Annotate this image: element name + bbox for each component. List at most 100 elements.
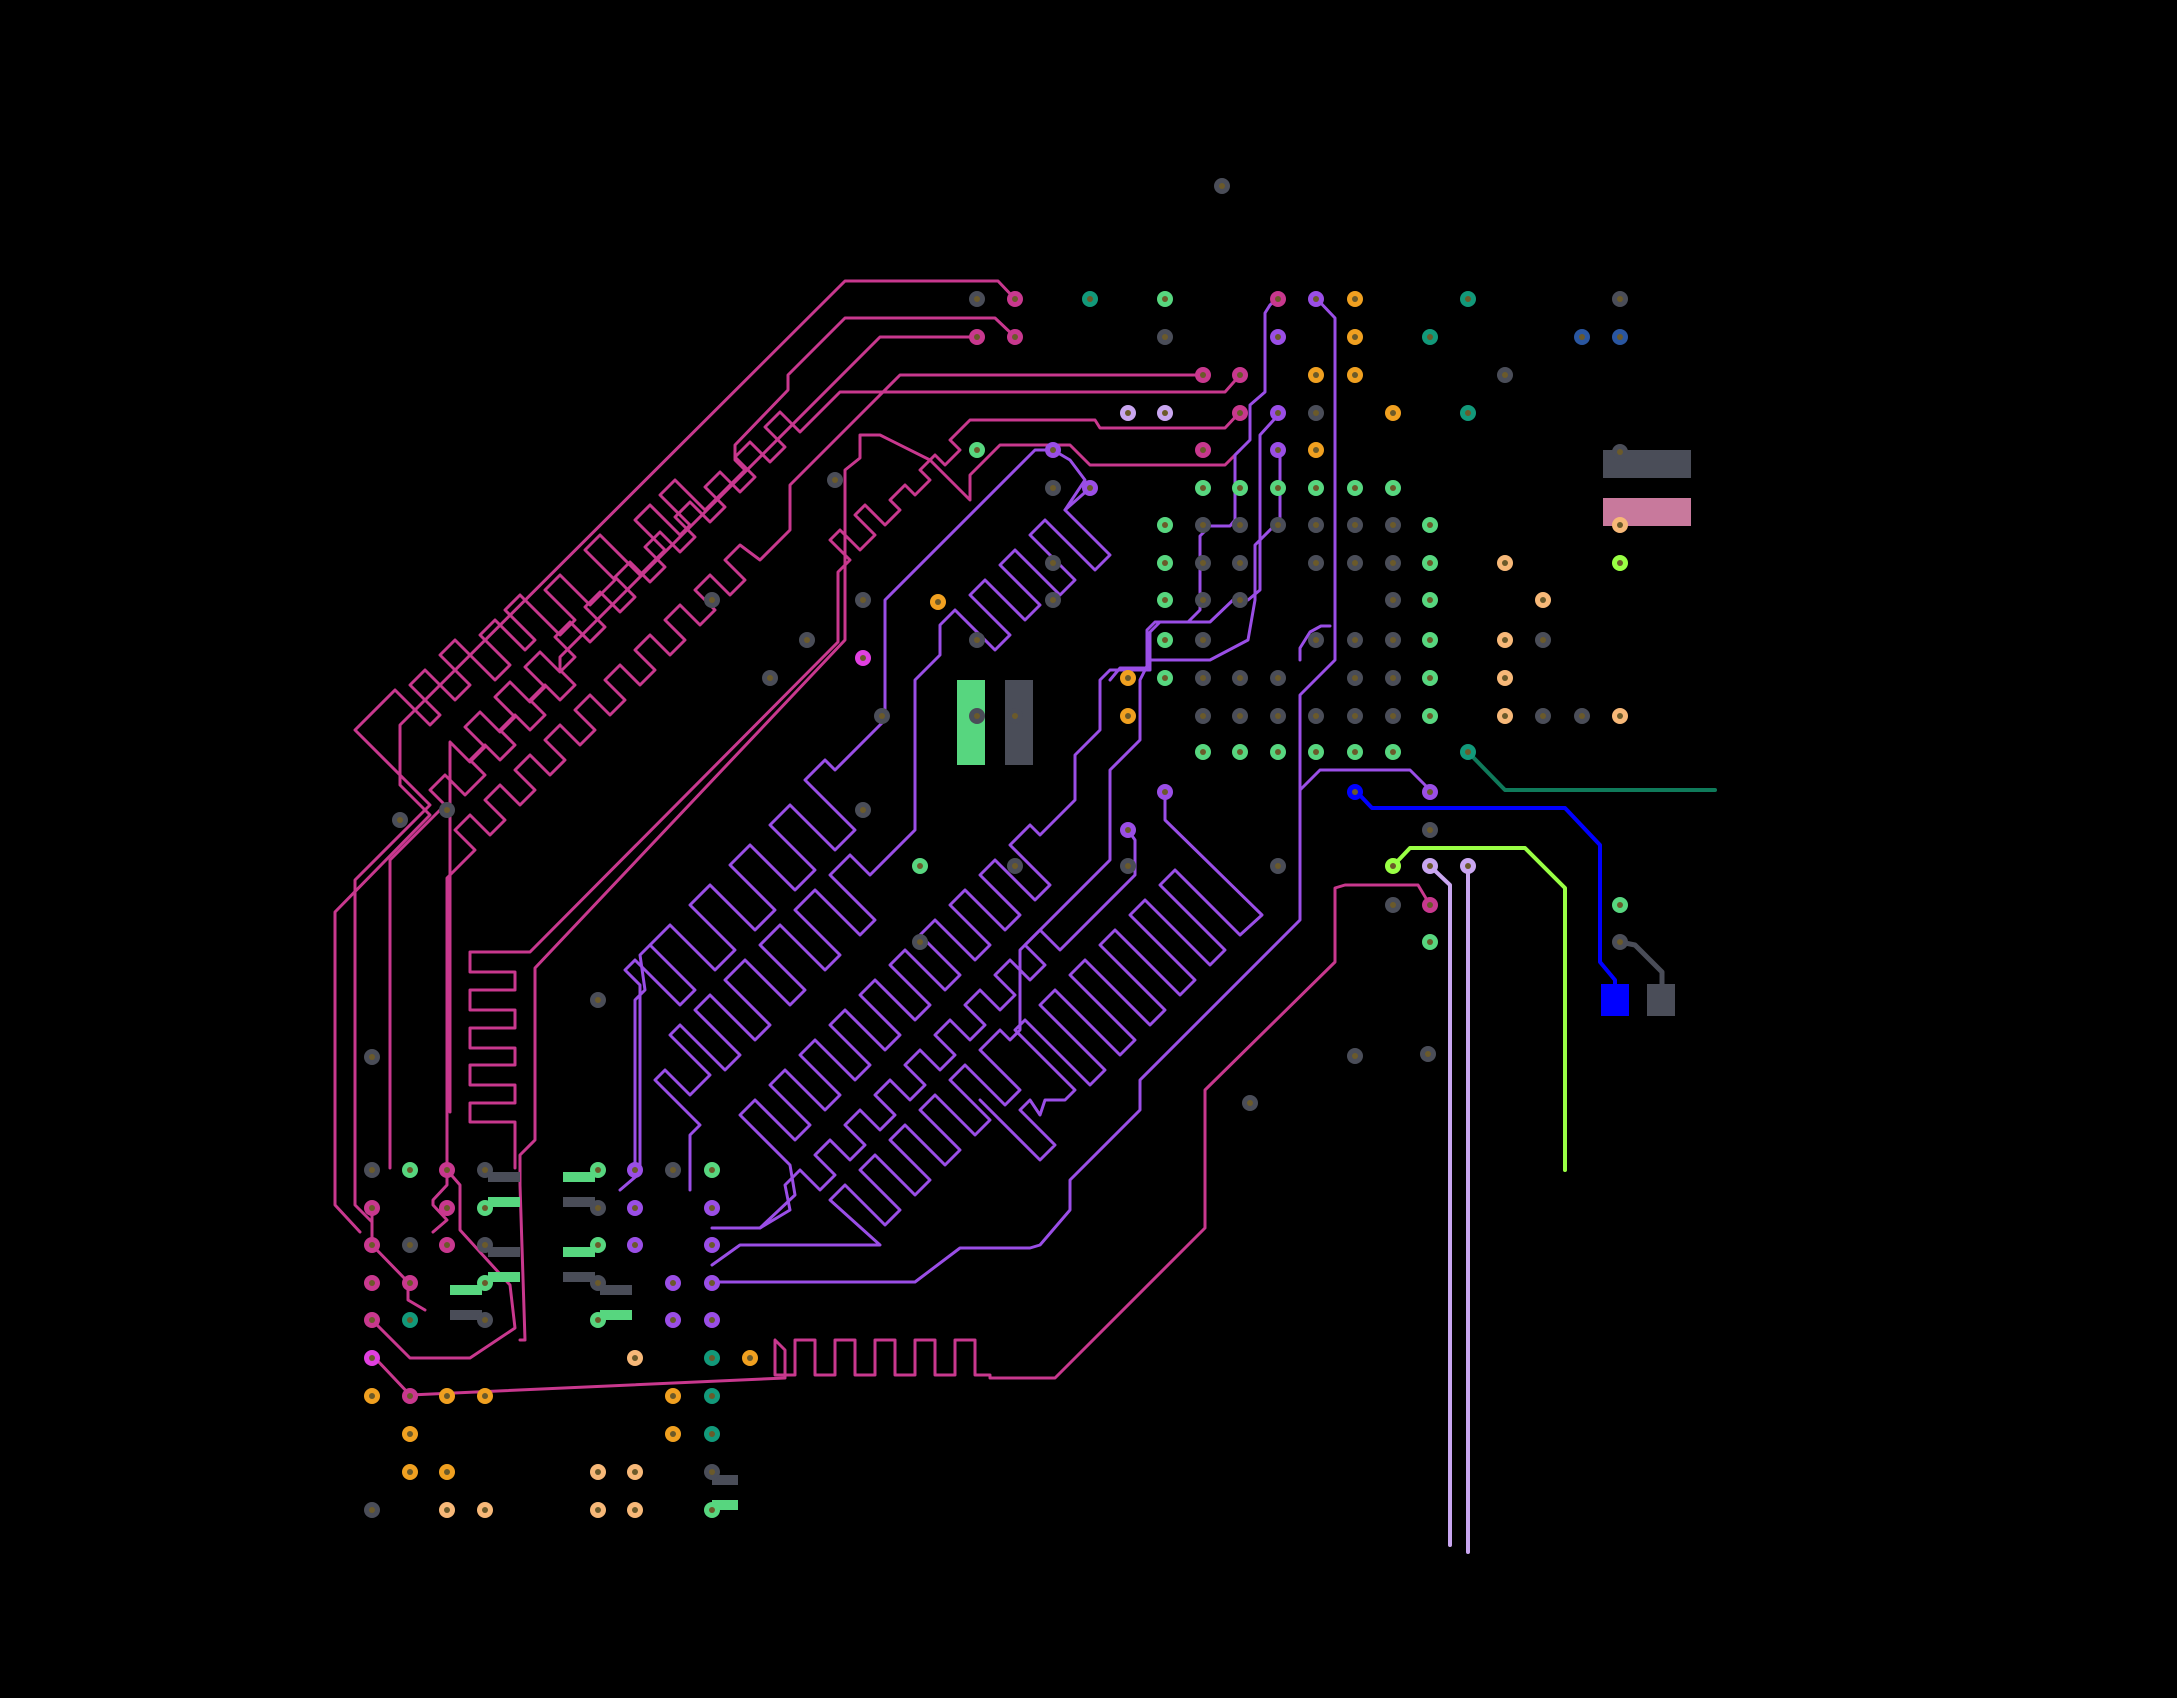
via-drill-hole [1200,637,1206,643]
via-drill-hole [1352,637,1358,643]
violet-trace-2 [653,486,1112,1192]
via-drill-hole [1200,485,1206,491]
via-drill-hole [482,1167,488,1173]
via-drill-hole [1502,713,1508,719]
smd-pad-green-b1 [712,1500,738,1510]
via-drill-hole [595,1317,601,1323]
via-drill-hole [917,939,923,945]
via-drill-hole [1427,560,1433,566]
via-drill-hole [595,1507,601,1513]
via-drill-hole [709,1205,715,1211]
via-drill-hole [670,1317,676,1323]
via-drill-hole [1352,789,1358,795]
via-drill-hole [860,807,866,813]
via-drill-hole [369,1317,375,1323]
via-drill-hole [1390,597,1396,603]
via-drill-hole [1125,410,1131,416]
via-drill-hole [482,1393,488,1399]
via-drill-hole [632,1507,638,1513]
via-drill-hole [1352,372,1358,378]
lime-trace [1391,846,1567,1172]
via-drill-hole [1012,296,1018,302]
via-drill-hole [1275,522,1281,528]
via-drill-hole [1465,410,1471,416]
via-drill-hole [444,1393,450,1399]
via-drill-hole [1617,334,1623,340]
via-drill-hole [1200,597,1206,603]
via-drill-hole [632,1469,638,1475]
smd-pad-gray-b1 [712,1475,738,1485]
lavender-trace-1 [1428,864,1452,1547]
via-drill-hole [1247,1100,1253,1106]
lavender-traces [1428,864,1470,1554]
via-drill-hole [1352,334,1358,340]
violet-trace-3 [1051,448,1087,512]
via-drill-hole [974,637,980,643]
via-drill-hole [670,1431,676,1437]
via-drill-hole [1540,637,1546,643]
via-drill-hole [1313,447,1319,453]
via-drill-hole [709,1280,715,1286]
via-drill-hole [935,599,941,605]
smd-pad-gray-l2 [488,1247,520,1257]
via-drill-hole [1275,296,1281,302]
smd-pad-green-l2 [488,1272,520,1282]
smd-pad-green-m2 [563,1247,595,1257]
via-drill-hole [595,997,601,1003]
via-drill-hole [1502,675,1508,681]
smd-pad-gray-l3 [450,1310,482,1320]
via-drill-hole [1390,410,1396,416]
via-drill-hole [1502,560,1508,566]
magenta-trace-7 [518,433,1242,1342]
via-drill-hole [709,1469,715,1475]
via-drill-hole [1313,410,1319,416]
magenta-trace-5 [448,373,1242,1114]
via-drill-hole [444,1167,450,1173]
smd-pad-gray-small [1647,984,1675,1016]
via-drill-hole [407,1469,413,1475]
via-drill-hole [1617,449,1623,455]
via-drill-hole [767,675,773,681]
via-drill-hole [1352,522,1358,528]
via-drill-hole [1200,447,1206,453]
via-drill-hole [1427,713,1433,719]
via-drill-hole [709,1393,715,1399]
via-drill-hole [1162,410,1168,416]
via-drill-hole [1427,675,1433,681]
via-drill-hole [974,296,980,302]
via-drill-hole [1313,296,1319,302]
magenta-trace-left-b [370,1168,517,1360]
violet-trace-8 [1298,624,1332,662]
via-drill-hole [1012,863,1018,869]
via-drill-hole [804,637,810,643]
via-drill-hole [860,655,866,661]
via-drill-hole [482,1317,488,1323]
via-drill-hole [1200,675,1206,681]
via-drill-hole [1465,863,1471,869]
via-drill-hole [1502,637,1508,643]
via-drill-hole [1200,749,1206,755]
via-drill-hole [1313,522,1319,528]
violet-trace-7 [710,296,1337,1284]
via-drill-hole [1162,334,1168,340]
via-drill-hole [1162,789,1168,795]
via-drill-hole [1390,863,1396,869]
via-drill-hole [670,1393,676,1399]
via-drill-hole [1425,1051,1431,1057]
via-drill-hole [1162,675,1168,681]
via-drill-hole [1390,902,1396,908]
magenta-trace-bottom-bus [373,883,1432,1397]
via-drill-hole [1087,485,1093,491]
via-drill-hole [407,1393,413,1399]
via-drill-hole [832,477,838,483]
via-drill-hole [482,1280,488,1286]
teal-trace [1466,750,1717,792]
via-drill-hole [1617,902,1623,908]
blue-trace [1353,788,1617,1000]
via-drill-hole [917,863,923,869]
via-drill-hole [1465,296,1471,302]
via-drill-hole [1427,827,1433,833]
via-drill-hole [1237,410,1243,416]
blue-trace-1 [1353,788,1617,1000]
